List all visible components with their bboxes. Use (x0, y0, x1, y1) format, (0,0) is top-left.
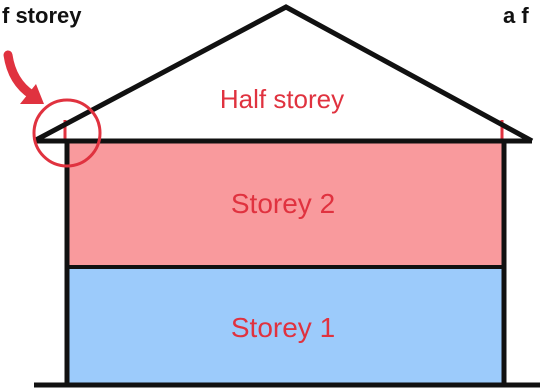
storey-1-area (67, 267, 504, 383)
storey-2-label: Storey 2 (231, 188, 335, 219)
corner-label-right: a f (503, 3, 529, 28)
corner-label-left: f storey (2, 3, 82, 28)
half-storey-label: Half storey (220, 84, 344, 114)
roof-outline (32, 4, 534, 144)
storey-1-label: Storey 1 (231, 312, 335, 343)
storey-2-area (67, 142, 504, 267)
pointer-arrow (3, 50, 37, 100)
pointer-arrow-head (20, 84, 44, 104)
eave-highlight-circle (32, 98, 102, 168)
